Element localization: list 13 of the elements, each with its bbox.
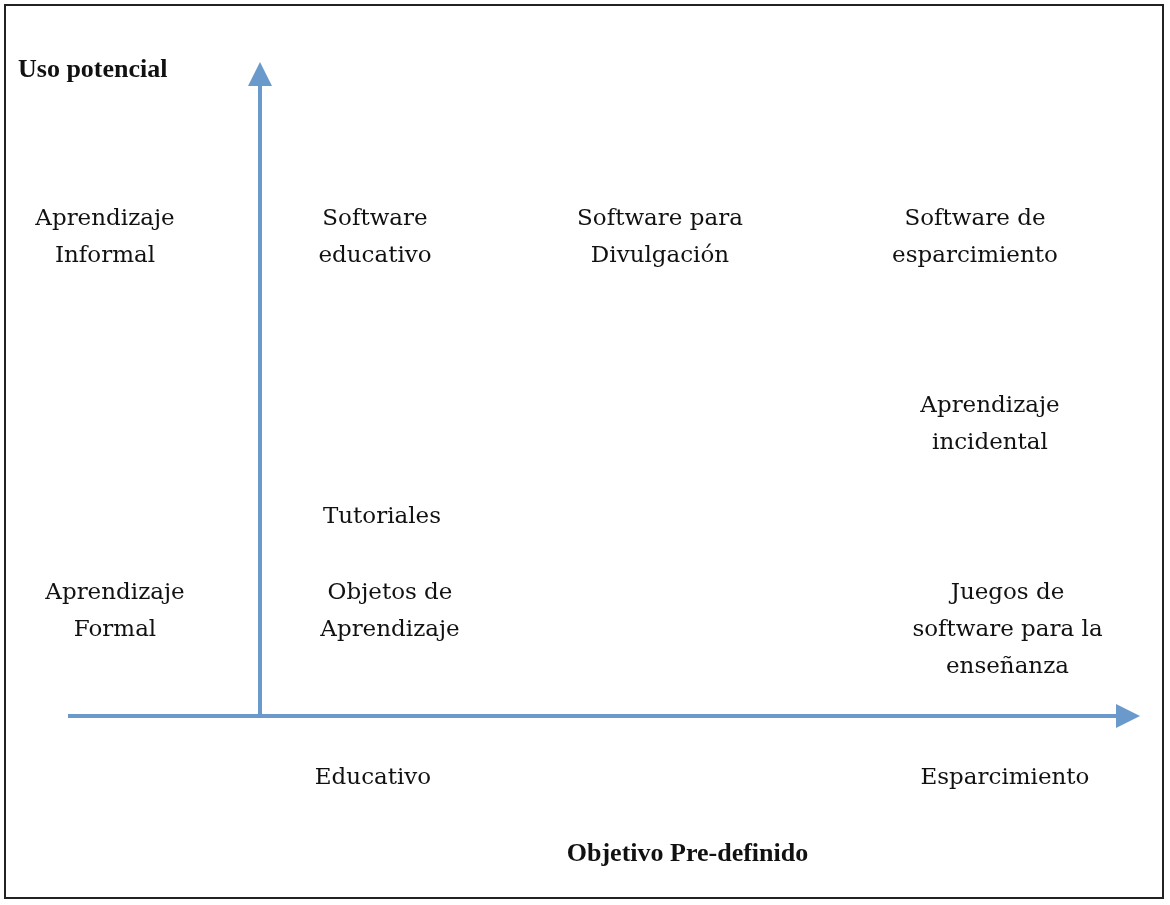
quadrant-label: Software de esparcimiento <box>891 203 1059 269</box>
axis-title: Uso potencial <box>18 53 169 85</box>
quadrant-label: Software para Divulgación <box>576 203 744 269</box>
column-label: Esparcimiento <box>919 762 1091 791</box>
quadrant-label: Aprendizaje incidental <box>919 390 1061 456</box>
column-label: Educativo <box>313 762 433 791</box>
row-label: Aprendizaje Informal <box>34 203 176 269</box>
quadrant-label: Software educativo <box>317 203 433 269</box>
quadrant-label: Tutoriales <box>321 501 443 530</box>
row-label: Aprendizaje Formal <box>44 577 186 643</box>
axis-title: Objetivo Pre-definido <box>565 837 810 869</box>
quadrant-label: Objetos de Aprendizaje <box>319 577 461 643</box>
quadrant-label: Juegos de software para la enseñanza <box>911 577 1104 680</box>
